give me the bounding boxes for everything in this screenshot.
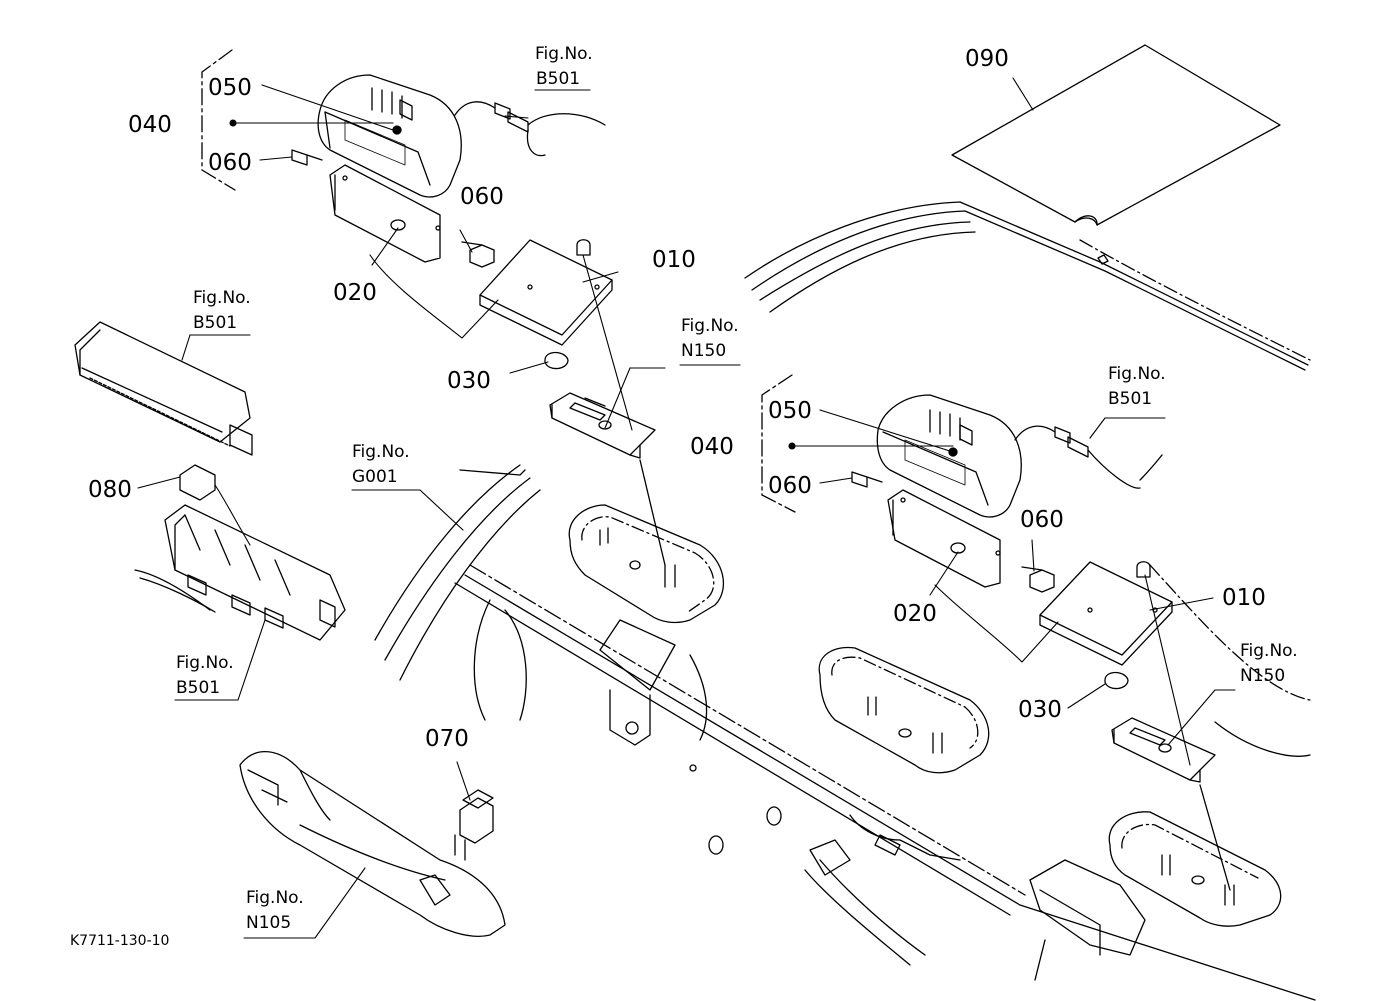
fig-ref-b501-bottom[interactable]: B501 [176,678,221,698]
group-brackets [201,49,796,513]
part-label-010-upper[interactable]: 010 [652,247,696,273]
part-label-030-upper[interactable]: 030 [447,368,491,394]
fig-ref-b501-bottom-prefix: Fig.No. [176,653,234,673]
fig-ref-b501-top[interactable]: B501 [536,69,581,89]
fig-ref-g001[interactable]: G001 [352,467,398,487]
part-label-090[interactable]: 090 [965,46,1009,72]
part-label-040-upper[interactable]: 040 [128,112,172,138]
part-label-050-right[interactable]: 050 [768,398,812,424]
left-components [74,321,506,937]
diagram-code: K7711-130-10 [70,933,170,949]
fig-ref-n105-prefix: Fig.No. [246,888,304,908]
leader-lines [137,77,1236,939]
part-label-060-right-right[interactable]: 060 [1020,507,1064,533]
fig-ref-n150-right[interactable]: N150 [1240,666,1286,686]
roof-frame [374,464,1316,1001]
work-light-assembly-upper [291,74,666,566]
part-label-060-upper-right[interactable]: 060 [460,184,504,210]
part-label-050-upper[interactable]: 050 [208,75,252,101]
fig-ref-n150-upper[interactable]: N150 [681,341,727,361]
fig-ref-n150-upper-prefix: Fig.No. [681,316,739,336]
part-label-020-right[interactable]: 020 [893,601,937,627]
part-label-060-upper-left[interactable]: 060 [208,150,252,176]
work-light-assembly-right [851,394,1231,891]
decal-sheet [951,44,1281,226]
mount-pockets [568,504,1282,927]
part-label-070[interactable]: 070 [425,726,469,752]
fig-ref-n105[interactable]: N105 [246,913,292,933]
cab-roof [744,201,1311,757]
fig-ref-b501-left[interactable]: B501 [193,313,238,333]
part-label-040-right[interactable]: 040 [690,434,734,460]
part-label-010-right[interactable]: 010 [1222,585,1266,611]
fig-ref-g001-prefix: Fig.No. [352,442,410,462]
part-label-060-right-left[interactable]: 060 [768,473,812,499]
fig-ref-b501-right[interactable]: B501 [1108,389,1153,409]
part-label-080[interactable]: 080 [88,477,132,503]
fig-ref-b501-left-prefix: Fig.No. [193,288,251,308]
fig-ref-n150-right-prefix: Fig.No. [1240,641,1298,661]
part-label-030-right[interactable]: 030 [1018,697,1062,723]
fig-ref-b501-top-prefix: Fig.No. [535,44,593,64]
fig-ref-b501-right-prefix: Fig.No. [1108,364,1166,384]
part-label-020-upper[interactable]: 020 [333,280,377,306]
